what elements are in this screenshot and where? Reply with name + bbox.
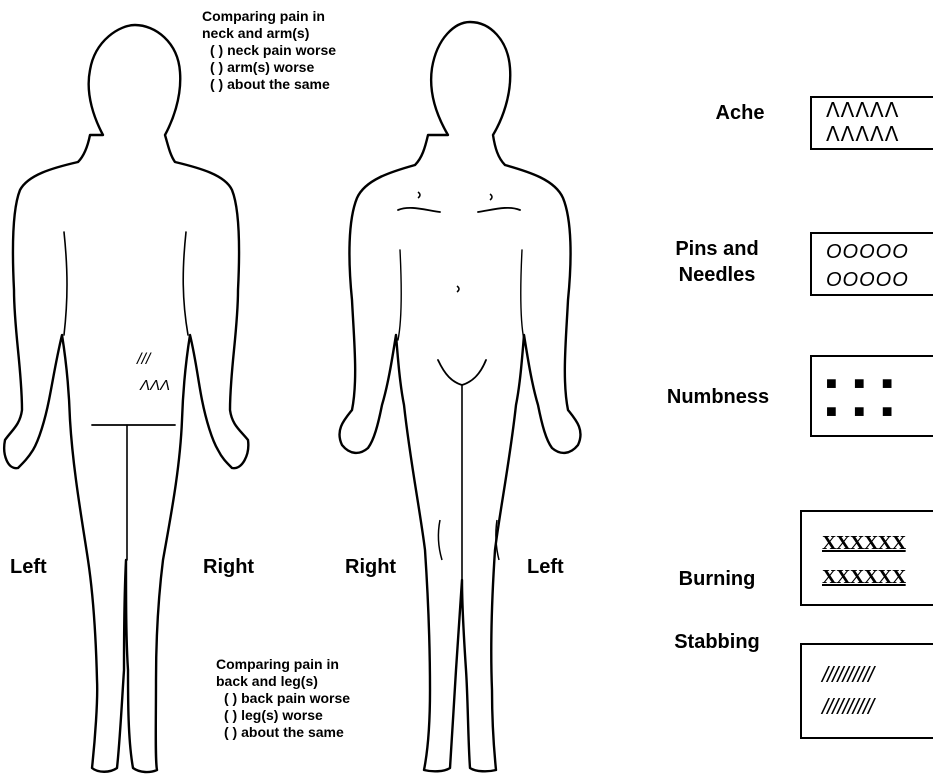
- legend-pattern-ache: ΛΛΛΛΛ ΛΛΛΛΛ: [810, 96, 933, 150]
- back-question-title-2: back and leg(s): [216, 673, 350, 690]
- legend-label-pins: Pins and Needles: [657, 236, 777, 288]
- numbness-pattern-row: ■ ■ ■: [826, 369, 933, 397]
- legend-label-stabbing: Stabbing: [662, 629, 772, 655]
- option-neck-worse[interactable]: ( ) neck pain worse: [202, 42, 336, 59]
- pins-pattern-row: OOOOO: [826, 238, 933, 266]
- numbness-pattern-row: ■ ■ ■: [826, 397, 933, 425]
- back-question-title-1: Comparing pain in: [216, 656, 350, 673]
- front-view-marks: [418, 192, 499, 560]
- back-view-right-label: Right: [203, 556, 254, 579]
- legend-pattern-stabbing: ////////// //////////: [800, 643, 933, 739]
- front-view-figure: [339, 22, 580, 771]
- stabbing-pattern-row: //////////: [822, 659, 933, 691]
- front-view-right-label: Right: [345, 556, 396, 579]
- neck-question-title-1: Comparing pain in: [202, 8, 336, 25]
- legend-label-pins-text-1: Pins and: [657, 236, 777, 262]
- stabbing-mark: ///: [136, 351, 152, 368]
- neck-question-title-2: neck and arm(s): [202, 25, 336, 42]
- legend-label-ache-text: Ache: [700, 100, 780, 126]
- legend-label-ache: Ache: [700, 100, 780, 126]
- legend-pattern-burning: XXXXXX XXXXXX: [800, 510, 933, 606]
- ache-pattern-row: ΛΛΛΛΛ: [826, 122, 933, 146]
- option-about-same-back[interactable]: ( ) about the same: [216, 724, 350, 741]
- option-about-same[interactable]: ( ) about the same: [202, 76, 336, 93]
- front-view-left-label: Left: [527, 556, 564, 579]
- ache-pattern-row: ΛΛΛΛΛ: [826, 98, 933, 122]
- back-view-left-label: Left: [10, 556, 47, 579]
- legend-label-burning: Burning: [662, 566, 772, 592]
- option-legs-worse[interactable]: ( ) leg(s) worse: [216, 707, 350, 724]
- legend-label-burning-text: Burning: [662, 566, 772, 592]
- legend-label-stabbing-text: Stabbing: [662, 629, 772, 655]
- pins-pattern-row: OOOOO: [826, 266, 933, 294]
- burning-pattern-row: XXXXXX: [822, 560, 933, 594]
- legend-pattern-pins: OOOOO OOOOO: [810, 232, 933, 296]
- legend-label-pins-text-2: Needles: [657, 262, 777, 288]
- burning-pattern-row: XXXXXX: [822, 526, 933, 560]
- option-arms-worse[interactable]: ( ) arm(s) worse: [202, 59, 336, 76]
- neck-arm-question: Comparing pain in neck and arm(s) ( ) ne…: [202, 8, 336, 93]
- stabbing-pattern-row: //////////: [822, 691, 933, 723]
- legend-label-numbness: Numbness: [648, 384, 788, 410]
- legend-pattern-numbness: ■ ■ ■ ■ ■ ■: [810, 355, 933, 437]
- pain-marks-lower-back: /// ΛΛΛ: [136, 351, 170, 394]
- back-leg-question: Comparing pain in back and leg(s) ( ) ba…: [216, 656, 350, 741]
- ache-mark: ΛΛΛ: [139, 377, 170, 394]
- option-back-worse[interactable]: ( ) back pain worse: [216, 690, 350, 707]
- legend-label-numbness-text: Numbness: [648, 384, 788, 410]
- back-view-figure: [4, 25, 248, 772]
